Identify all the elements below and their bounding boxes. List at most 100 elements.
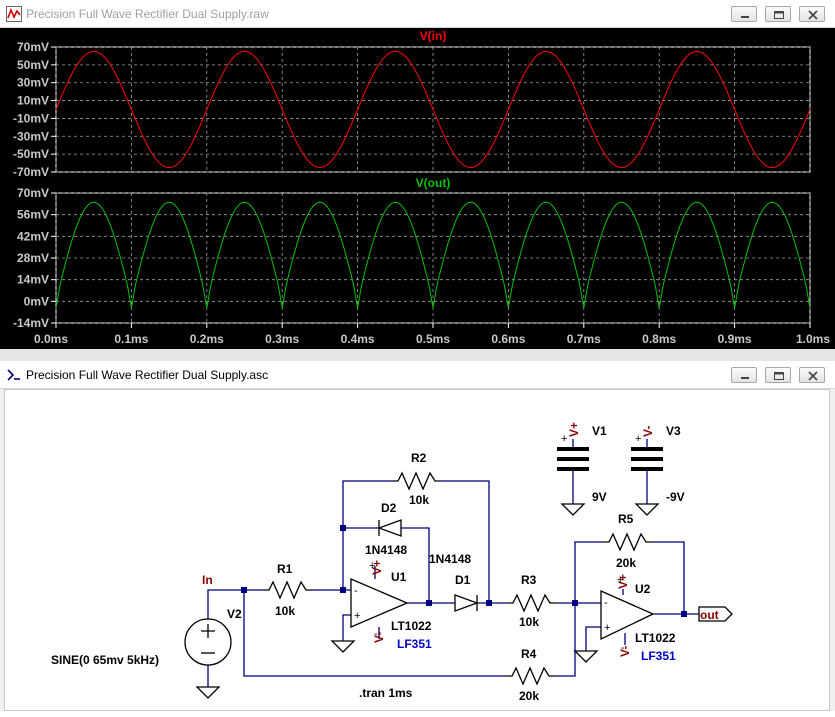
schematic-app-icon (7, 369, 20, 381)
spice-directive[interactable]: .tran 1ms (359, 686, 413, 700)
svg-text:LT1022: LT1022 (391, 619, 432, 633)
wires (207, 439, 699, 687)
svg-text:+: + (617, 574, 623, 586)
svg-text:+: + (635, 433, 641, 445)
waveform-window-titlebar[interactable]: Precision Full Wave Rectifier Dual Suppl… (0, 0, 835, 28)
svg-text:V+: V+ (370, 560, 384, 575)
diode-d1[interactable]: D1 1N4148 (429, 552, 479, 612)
svg-text:V2: V2 (227, 607, 242, 621)
waveform-restore-button[interactable] (765, 6, 791, 22)
resistor-r2[interactable]: R2 10k (393, 451, 441, 507)
opamp-u1[interactable]: - + V+ V- + - U1 LT1022 LF351 (350, 560, 432, 651)
restore-icon (774, 372, 784, 380)
schematic-drawing[interactable]: .w{stroke:#000080;stroke-width:1.3;fill:… (5, 390, 831, 712)
y-tick-label: 14mV (17, 273, 49, 287)
opamp-u2[interactable]: - + V+ V- + - U2 LT1022 LF351 (600, 574, 676, 663)
schematic-canvas[interactable]: .w{stroke:#000080;stroke-width:1.3;fill:… (4, 389, 830, 711)
svg-text:SINE(0 65mv 5kHz): SINE(0 65mv 5kHz) (51, 653, 159, 667)
waveform-close-button[interactable] (799, 6, 825, 22)
svg-text:V-: V- (372, 632, 386, 643)
y-tick-label: 10mV (17, 94, 49, 108)
resistor-r5[interactable]: R5 20k (603, 512, 653, 570)
y-tick-label: -50mV (13, 147, 49, 161)
y-tick-label: 70mV (17, 186, 49, 200)
schematic-window: Precision Full Wave Rectifier Dual Suppl… (0, 361, 835, 711)
schematic-restore-button[interactable] (765, 367, 791, 383)
schematic-minimize-button[interactable] (731, 367, 757, 383)
x-tick-label: 0.3ms (265, 332, 299, 346)
svg-text:+: + (354, 610, 360, 622)
svg-text:V+: V+ (616, 574, 630, 589)
svg-text:1N4148: 1N4148 (365, 543, 407, 557)
voltage-source-v2[interactable]: V2 SINE(0 65mv 5kHz) (51, 607, 242, 667)
svg-text:LF351: LF351 (397, 637, 432, 651)
net-label-out[interactable]: out (698, 606, 733, 622)
x-tick-label: 0.0ms (34, 332, 68, 346)
close-icon (808, 10, 818, 20)
x-tick-label: 0.4ms (341, 332, 375, 346)
svg-text:D1: D1 (455, 573, 471, 587)
schematic-close-button[interactable] (799, 367, 825, 383)
resistor-r4[interactable]: R4 20k (506, 647, 556, 703)
y-tick-label: -30mV (13, 129, 49, 143)
x-tick-label: 0.9ms (718, 332, 752, 346)
svg-text:V1: V1 (592, 424, 607, 438)
waveform-app-icon (6, 6, 22, 22)
x-tick-label: 1.0ms (796, 332, 830, 346)
svg-text:R4: R4 (521, 647, 537, 661)
vout-pane-grid (55, 192, 811, 324)
svg-text:+: + (561, 433, 567, 445)
svg-text:+: + (604, 622, 610, 634)
vin-trace (55, 50, 811, 169)
battery-v3[interactable]: + V- V3 -9V (631, 424, 685, 504)
x-tick-label: 0.5ms (416, 332, 450, 346)
schematic-window-title: Precision Full Wave Rectifier Dual Suppl… (26, 368, 269, 382)
svg-text:9V: 9V (592, 490, 607, 504)
schematic-window-titlebar[interactable]: Precision Full Wave Rectifier Dual Suppl… (0, 361, 835, 389)
vout-trace (55, 201, 811, 308)
svg-text:-9V: -9V (666, 490, 685, 504)
y-tick-label: 28mV (17, 251, 49, 265)
svg-text:10k: 10k (275, 604, 295, 618)
resistor-r1[interactable]: R1 10k (263, 562, 313, 618)
svg-text:V3: V3 (666, 424, 681, 438)
svg-text:U2: U2 (635, 582, 651, 596)
svg-text:20k: 20k (616, 556, 636, 570)
waveform-minimize-button[interactable] (731, 6, 757, 22)
x-tick-label: 0.8ms (642, 332, 676, 346)
svg-text:V-: V- (641, 426, 655, 437)
junctions (241, 525, 687, 617)
diode-d2[interactable]: D2 1N4148 (365, 501, 407, 557)
y-tick-label: -70mV (13, 165, 49, 179)
waveform-window: Precision Full Wave Rectifier Dual Suppl… (0, 0, 835, 349)
y-tick-label: 30mV (17, 76, 49, 90)
resistor-r3[interactable]: R3 10k (507, 573, 557, 629)
battery-v1[interactable]: + V+ V1 9V (557, 422, 607, 504)
svg-text:LT1022: LT1022 (635, 631, 676, 645)
y-tick-label: -10mV (13, 111, 49, 125)
vin-trace-label[interactable]: V(in) (420, 29, 447, 43)
svg-text:-: - (374, 628, 378, 640)
svg-text:-: - (604, 597, 608, 609)
restore-icon (774, 11, 784, 19)
svg-text:out: out (700, 608, 719, 622)
y-tick-label: 42mV (17, 229, 49, 243)
svg-text:LF351: LF351 (641, 649, 676, 663)
svg-text:1N4148: 1N4148 (429, 552, 471, 566)
svg-text:10k: 10k (409, 493, 429, 507)
svg-text:-: - (354, 585, 358, 597)
vout-trace-label[interactable]: V(out) (416, 176, 451, 190)
minimize-icon (741, 377, 749, 379)
close-icon (808, 371, 818, 381)
y-tick-label: -14mV (13, 316, 49, 330)
net-label-in[interactable]: In (202, 573, 213, 587)
waveform-window-title: Precision Full Wave Rectifier Dual Suppl… (26, 7, 269, 21)
ground-symbols (195, 503, 660, 699)
y-tick-label: 70mV (17, 40, 49, 54)
svg-text:10k: 10k (519, 615, 539, 629)
